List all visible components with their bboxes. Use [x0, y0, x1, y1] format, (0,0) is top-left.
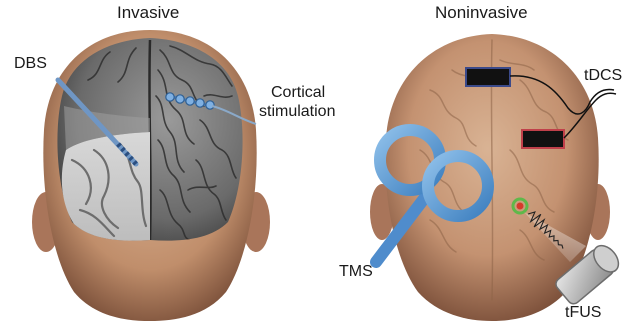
panel-title-invasive: Invasive [117, 4, 179, 22]
tdcs-electrode-right [522, 130, 564, 148]
label-tfus: tFUS [565, 304, 601, 322]
tdcs-electrode-top [466, 68, 510, 86]
brain-section [62, 132, 150, 241]
label-tdcs: tDCS [584, 67, 622, 85]
label-tms: TMS [339, 263, 373, 281]
invasive-head [32, 30, 270, 321]
panel-title-noninvasive: Noninvasive [435, 4, 528, 22]
tfus-target-focus [517, 203, 524, 210]
label-dbs: DBS [14, 55, 47, 73]
label-cortical: Cortical [271, 84, 325, 102]
label-stimulation: stimulation [259, 103, 335, 121]
